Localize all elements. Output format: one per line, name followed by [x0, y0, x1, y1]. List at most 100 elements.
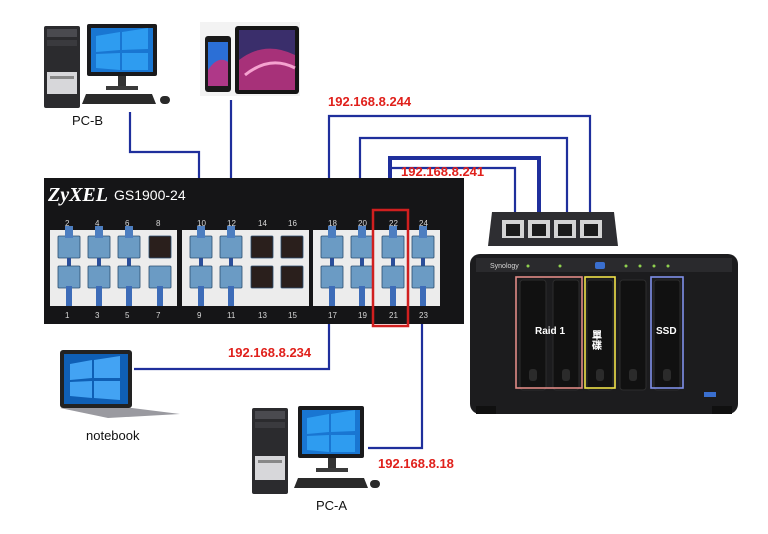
pc-a-computer [252, 406, 380, 494]
port-label-top-5: 12 [227, 219, 236, 228]
cable-plug-bottom-10 [390, 286, 396, 306]
cable-plug-top-5 [227, 226, 235, 238]
port-label-bottom-10: 21 [389, 311, 398, 320]
switch-port-top-0 [57, 235, 81, 259]
cable-plug-top-8 [328, 226, 336, 238]
tablet-devices [200, 22, 300, 96]
notebook-base [60, 408, 180, 418]
switch-port-top-3 [148, 235, 172, 259]
port-label-bottom-6: 13 [258, 311, 267, 320]
switch-port-bottom-8 [320, 265, 344, 289]
switch-port-top-1 [87, 235, 111, 259]
ip-label-18: 192.168.8.18 [378, 456, 454, 471]
cable-plug-bottom-1 [96, 286, 102, 306]
cable-plug-top-11 [419, 226, 427, 238]
switch-port-bottom-4 [189, 265, 213, 289]
switch-port-bottom-3 [148, 265, 172, 289]
pc-b-computer [44, 24, 170, 108]
port-label-top-2: 6 [125, 219, 130, 228]
zyxel-switch: ZyXEL GS1900-24 2 4 6 8 10 12 14 16 18 2… [44, 178, 464, 328]
switch-port-bottom-6 [250, 265, 274, 289]
port-label-top-3: 8 [156, 219, 161, 228]
pc-keyboard [82, 94, 156, 104]
cable-plug-top-tail-1 [97, 258, 101, 268]
switch-ports [57, 226, 435, 306]
switch-port-bottom-10 [381, 265, 405, 289]
single-disk-outline [584, 276, 616, 389]
notebook-label: notebook [86, 428, 140, 443]
cable-plug-bottom-11 [420, 286, 426, 306]
cable-plug-top-tail-11 [421, 258, 425, 268]
switch-port-bottom-2 [117, 265, 141, 289]
switch-port-bottom-7 [280, 265, 304, 289]
switch-port-top-2 [117, 235, 141, 259]
cable-port18 [327, 114, 592, 212]
port-label-top-1: 4 [95, 219, 100, 228]
port-label-bottom-4: 9 [197, 311, 202, 320]
switch-port-bottom-9 [350, 265, 374, 289]
port-label-bottom-2: 5 [125, 311, 130, 320]
port-label-top-7: 16 [288, 219, 297, 228]
cable-port20 [358, 136, 569, 212]
port-label-top-10: 22 [389, 219, 398, 228]
port-label-bottom-5: 11 [227, 311, 236, 320]
ip-label-234: 192.168.8.234 [228, 345, 312, 360]
switch-brand: ZyXEL [47, 184, 108, 206]
synology-nas: Synology Raid 1 單碟 SSD [470, 254, 738, 414]
cable-plug-top-tail-5 [229, 258, 233, 268]
ip-label-244: 192.168.8.244 [328, 94, 412, 109]
port-label-bottom-3: 7 [156, 311, 161, 320]
port-label-bottom-8: 17 [328, 311, 337, 320]
pc-tower [252, 408, 288, 494]
cable-plug-top-tail-0 [67, 258, 71, 268]
switch-port-top-10 [381, 235, 405, 259]
port-label-top-6: 14 [258, 219, 267, 228]
notebook-computer [60, 350, 180, 418]
cable-plug-bottom-9 [359, 286, 365, 306]
port-label-top-11: 24 [419, 219, 428, 228]
switch-port-labels: 2 4 6 8 10 12 14 16 18 20 22 24 1 3 5 7 … [65, 219, 428, 320]
cable-plug-bottom-8 [329, 286, 335, 306]
raid1-label: Raid 1 [535, 326, 565, 337]
single-disk-label: 單碟 [590, 330, 602, 351]
switch-port-top-4 [189, 235, 213, 259]
cable-plug-top-1 [95, 226, 103, 238]
port-label-bottom-11: 23 [419, 311, 428, 320]
cable-plug-top-tail-2 [127, 258, 131, 268]
switch-port-bottom-11 [411, 265, 435, 289]
switch-model: GS1900-24 [114, 187, 186, 203]
pc-tower [44, 26, 80, 108]
cable-plug-top-10 [389, 226, 397, 238]
switch-port-bottom-5 [219, 265, 243, 289]
cable-plug-bottom-3 [157, 286, 163, 306]
port-label-bottom-1: 3 [95, 311, 100, 320]
raid1-outline [515, 276, 583, 389]
small-switch [488, 212, 618, 246]
cable-plug-top-tail-10 [391, 258, 395, 268]
port-label-bottom-0: 1 [65, 311, 70, 320]
cable-plug-top-4 [197, 226, 205, 238]
ssd-outline [650, 276, 684, 389]
switch-port-top-11 [411, 235, 435, 259]
cable-plug-top-tail-9 [360, 258, 364, 268]
cable-plug-top-2 [125, 226, 133, 238]
switch-port-top-9 [350, 235, 374, 259]
pc-b-label: PC-B [72, 113, 103, 128]
cable-plug-top-tail-4 [199, 258, 203, 268]
cable-plug-bottom-2 [126, 286, 132, 306]
highlight-port-22-21 [371, 208, 410, 328]
cable-pc-a [368, 306, 424, 450]
cable-plug-top-tail-8 [330, 258, 334, 268]
switch-port-top-8 [320, 235, 344, 259]
port-label-top-4: 10 [197, 219, 206, 228]
ip-label-241: 192.168.8.241 [401, 164, 484, 179]
cable-notebook [134, 306, 331, 371]
port-label-bottom-9: 19 [358, 311, 367, 320]
cable-plug-bottom-4 [198, 286, 204, 306]
cable-plug-top-0 [65, 226, 73, 238]
port-label-top-8: 18 [328, 219, 337, 228]
switch-port-bottom-0 [57, 265, 81, 289]
cable-plug-top-9 [358, 226, 366, 238]
